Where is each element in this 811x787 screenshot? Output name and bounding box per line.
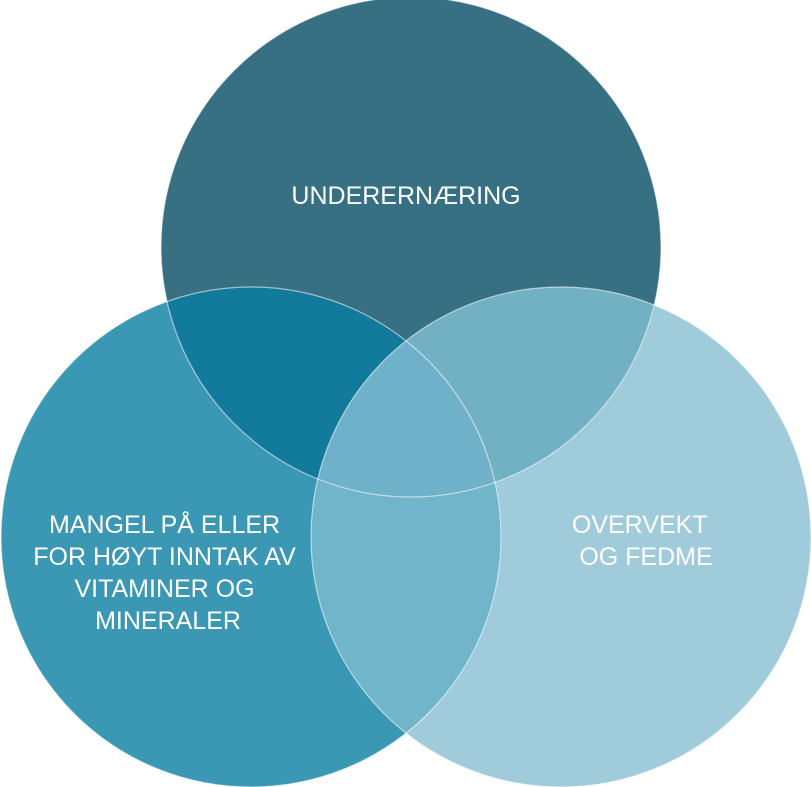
label-micronutrients: MANGEL PÅ ELLER FOR HØYT INNTAK AV VITAM… [33,509,303,635]
label-line: OVERVEKT [572,511,707,539]
outline-overweight [310,286,811,787]
overlap-center [311,287,501,497]
label-line: VITAMINER OG [74,575,254,603]
outline-undererneering [160,0,662,498]
label-line: UNDERERNÆRING [291,182,520,210]
label-line: FOR HØYT INNTAK AV [33,543,296,571]
outline-micronutrients [0,286,502,787]
label-line: MANGEL PÅ ELLER [49,509,280,539]
label-undererneering: UNDERERNÆRING [291,182,520,210]
label-overweight: OVERVEKT OG FEDME [572,511,714,571]
label-line: MINERALER [95,607,241,635]
label-line: OG FEDME [579,543,712,571]
